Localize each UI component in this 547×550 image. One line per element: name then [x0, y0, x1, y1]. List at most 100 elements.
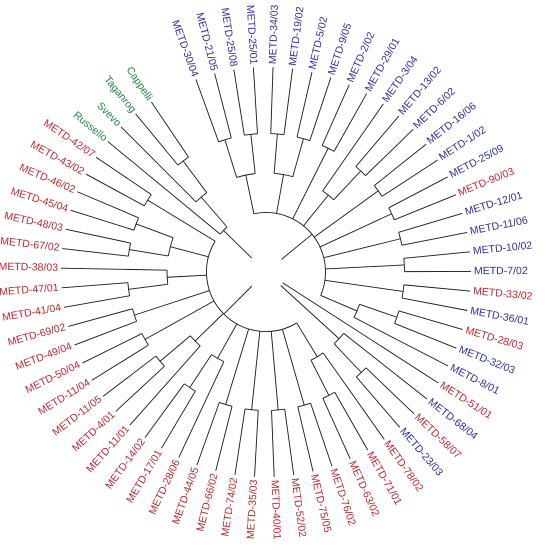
leaf-branch — [333, 93, 368, 152]
leaf-branch — [102, 355, 157, 397]
leaf-branch — [85, 173, 145, 207]
leaf-branch — [70, 209, 135, 231]
leaf-branch — [356, 376, 401, 428]
tip-label: METD-75/05 — [308, 473, 333, 534]
tree-branch — [200, 196, 228, 228]
tip-label: METD-35/03 — [245, 479, 260, 539]
tree-branch — [224, 139, 238, 178]
leaf-branch — [195, 79, 220, 143]
clade-arc — [394, 310, 400, 324]
leaf-branch — [120, 126, 197, 203]
leaf-branch — [233, 69, 245, 136]
clade-arc — [270, 133, 285, 136]
tip-label: METD-10/02 — [472, 239, 533, 257]
clade-arc — [206, 240, 297, 332]
tree-branch — [280, 285, 340, 340]
leaf-branch — [322, 352, 385, 440]
tree-branch — [251, 331, 261, 410]
tree-branch — [245, 174, 255, 214]
clade-arc — [322, 190, 335, 201]
clade-arc — [388, 207, 395, 220]
leaf-branch — [135, 113, 179, 166]
leaf-branch — [82, 333, 143, 364]
leaf-branch — [309, 77, 332, 141]
leaf-branch — [403, 284, 471, 292]
clade-arc — [177, 156, 189, 166]
tree-branch — [325, 264, 405, 270]
tree-branch — [167, 274, 207, 278]
leaf-branch — [61, 282, 128, 289]
leaf-branch — [322, 398, 351, 460]
tree-branch — [292, 138, 304, 177]
leaf-branch — [322, 103, 384, 192]
leaf-branch — [74, 320, 137, 346]
clade-arc — [310, 352, 324, 361]
tree-branch — [129, 249, 169, 257]
tip-label: METD-48/03 — [3, 210, 64, 234]
tree-branch — [189, 354, 212, 388]
tree-branches — [61, 67, 472, 477]
leaf-branch — [270, 67, 274, 134]
leaf-branch — [254, 410, 259, 477]
leaf-branch — [107, 141, 221, 235]
leaf-branch — [355, 115, 400, 167]
tree-branch — [217, 323, 238, 359]
leaf-branch — [284, 409, 295, 476]
tree-branch — [324, 279, 404, 292]
tip-label: METD-38/03 — [0, 261, 58, 274]
tree-branch — [134, 290, 210, 316]
leaf-branch — [91, 344, 149, 381]
leaf-branch — [283, 68, 294, 135]
tree-branch — [170, 246, 209, 258]
leaf-branch — [321, 84, 350, 146]
tip-label: METD-11/06 — [469, 214, 529, 237]
clade-arc — [253, 212, 326, 296]
tip-label: METD-7/02 — [474, 265, 528, 277]
leaf-branch — [161, 390, 196, 449]
leaf-branch — [398, 212, 463, 233]
tip-label: METD-66/02 — [194, 472, 220, 533]
leaf-branch — [252, 67, 258, 134]
tree-branch — [359, 303, 398, 318]
tip-label: METD-74/02 — [219, 477, 240, 538]
tree-branch — [135, 223, 174, 239]
leaf-branch — [403, 251, 471, 259]
tree-branch — [320, 295, 358, 312]
leaf-branch — [271, 410, 275, 477]
tree-branch — [182, 160, 208, 193]
tip-label: METD-67/02 — [0, 235, 60, 254]
clade-arc — [333, 333, 345, 345]
tree-branch — [292, 148, 329, 220]
clade-arc — [403, 258, 405, 272]
leaf-branch — [282, 282, 439, 384]
tree-branch — [223, 230, 253, 259]
leaf-branch — [215, 406, 233, 471]
leaf-branch — [334, 392, 369, 451]
leaf-branch — [365, 129, 414, 176]
leaf-branch — [296, 72, 313, 138]
clade-arc — [184, 383, 196, 392]
leaf-branch — [65, 228, 131, 244]
leaf-branch — [115, 365, 165, 412]
leaf-branch — [234, 408, 246, 475]
tree-branch — [296, 322, 318, 357]
leaf-branch — [398, 310, 463, 331]
tree-branch — [128, 283, 168, 290]
tree-branch — [281, 233, 313, 260]
tip-label: METD-40/01 — [269, 480, 283, 540]
tree-branch — [281, 329, 305, 406]
clade-arc — [141, 333, 149, 346]
tree-branch — [159, 335, 191, 362]
tree-branch — [313, 190, 379, 238]
leaf-branch — [68, 308, 133, 327]
tip-label: METD-19/02 — [287, 6, 307, 67]
tree-branch — [310, 360, 330, 396]
leaf-branch — [394, 323, 457, 349]
leaf-branch — [401, 231, 468, 246]
leaf-branch — [129, 345, 201, 426]
leaf-branch — [401, 297, 468, 311]
leaf-branch — [353, 317, 449, 367]
tree-branch — [319, 213, 392, 248]
clade-arc — [271, 408, 285, 411]
